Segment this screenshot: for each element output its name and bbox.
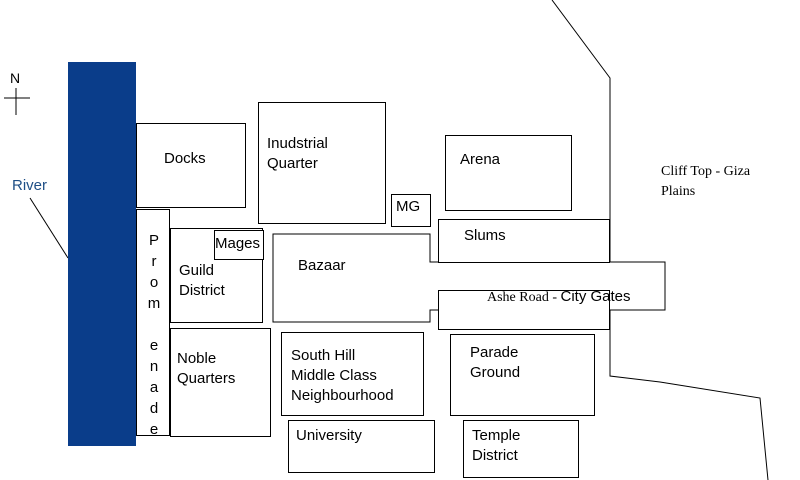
- south-hill-district[interactable]: [281, 332, 424, 416]
- promenade-district[interactable]: [136, 209, 170, 436]
- mg-district[interactable]: [391, 194, 431, 227]
- ashe-road-prefix: Ashe Road -: [487, 290, 561, 305]
- arena-district[interactable]: [445, 135, 572, 211]
- parade-ground-label: Parade Ground: [470, 344, 521, 381]
- compass-north-label: N: [10, 70, 21, 86]
- parade-ground-district[interactable]: [450, 334, 595, 416]
- bazaar-label: Bazaar: [298, 257, 346, 274]
- noble-quarters-district[interactable]: [170, 328, 271, 437]
- cliff-top-label: Cliff Top - Giza Plains: [661, 164, 751, 199]
- city-gates-district[interactable]: [438, 290, 610, 330]
- industrial-quarter-label: Inudstrial Quarter: [267, 135, 328, 172]
- cliff-line: [551, 0, 769, 480]
- river-label: River: [12, 177, 48, 194]
- noble-quarters-label: Noble Quarters: [177, 350, 236, 387]
- slums-district[interactable]: [438, 219, 610, 263]
- mages-label: Mages: [215, 235, 261, 252]
- mages-district[interactable]: [214, 230, 264, 260]
- temple-district[interactable]: [463, 420, 579, 478]
- promenade-label: P r o m e n a d e: [147, 232, 161, 438]
- ashe-road-label: Ashe Road - City Gates: [487, 267, 631, 308]
- arena-label: Arena: [460, 151, 501, 168]
- river-shape: [68, 62, 136, 446]
- temple-district-label: Temple District: [472, 427, 521, 464]
- river-pointer-line: [29, 197, 69, 259]
- compass-icon: [4, 88, 30, 115]
- south-hill-label: South Hill Middle Class Neighbourhood: [291, 347, 394, 404]
- university-label: University: [296, 427, 362, 444]
- industrial-quarter-district[interactable]: [258, 102, 386, 224]
- guild-district-label: Guild District: [179, 262, 225, 299]
- mg-label: MG: [396, 198, 421, 215]
- city-gates-text: City Gates: [560, 288, 631, 305]
- docks-district[interactable]: [136, 123, 246, 208]
- university-district[interactable]: [288, 420, 435, 473]
- docks-label: Docks: [164, 150, 206, 167]
- slums-label: Slums: [464, 227, 506, 244]
